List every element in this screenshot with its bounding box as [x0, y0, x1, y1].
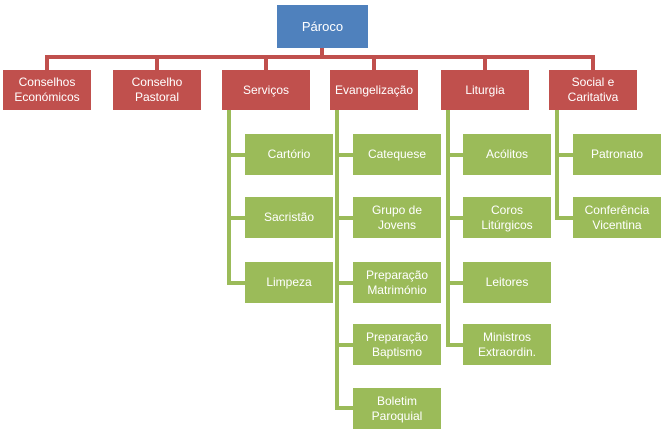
org-node-grupo-jovens: Grupo de Jovens: [353, 197, 441, 238]
org-node-servicos: Serviços: [222, 70, 310, 110]
connector-stub-sacristao: [227, 216, 245, 220]
org-node-coros-liturgicos: Coros Litúrgicos: [463, 197, 551, 238]
org-node-leitores: Leitores: [463, 262, 551, 303]
org-node-social-caritativa: Social e Caritativa: [549, 70, 637, 110]
connector-stub-prep-matrimonio: [335, 281, 353, 285]
org-node-conselhos-economicos: Conselhos Económicos: [3, 70, 91, 110]
connector-drop-liturgia: [483, 55, 487, 70]
connector-vertical-evangelizacao: [335, 110, 339, 410]
connector-drop-conselho-pastoral: [155, 55, 159, 70]
connector-level2-horizontal: [45, 55, 595, 59]
org-node-acolitos: Acólitos: [463, 134, 551, 175]
connector-drop-social: [591, 55, 595, 70]
org-node-patronato: Patronato: [573, 134, 661, 175]
connector-stub-boletim: [335, 406, 353, 410]
connector-stub-grupo-jovens: [335, 216, 353, 220]
org-node-cartorio: Cartório: [245, 134, 333, 175]
connector-vertical-servicos: [227, 110, 231, 285]
connector-drop-servicos: [264, 55, 268, 70]
org-node-liturgia: Liturgia: [441, 70, 529, 110]
connector-stub-limpeza: [227, 281, 245, 285]
connector-stub-leitores: [446, 281, 463, 285]
connector-stub-coros: [446, 216, 463, 220]
org-node-conselho-pastoral: Conselho Pastoral: [113, 70, 201, 110]
org-node-limpeza: Limpeza: [245, 262, 333, 303]
connector-vertical-liturgia: [446, 110, 450, 346]
connector-drop-conselhos-economicos: [45, 55, 49, 70]
org-node-paroco: Pároco: [277, 5, 368, 48]
connector-stub-cartorio: [227, 153, 245, 157]
org-node-catequese: Catequese: [353, 134, 441, 175]
connector-stub-patronato: [555, 153, 573, 157]
connector-root-stub: [320, 46, 324, 59]
connector-stub-catequese: [335, 153, 353, 157]
connector-stub-ministros: [446, 343, 463, 347]
org-node-ministros-extraordin: Ministros Extraordin.: [463, 324, 551, 365]
connector-vertical-social: [555, 110, 559, 219]
org-node-preparacao-matrimonio: Preparação Matrimónio: [353, 262, 441, 303]
connector-stub-conferencia: [555, 216, 573, 220]
org-node-conferencia-vicentina: Conferência Vicentina: [573, 197, 661, 238]
org-node-boletim-paroquial: Boletim Paroquial: [353, 388, 441, 429]
connector-drop-evangelizacao: [372, 55, 376, 70]
org-node-evangelizacao: Evangelização: [330, 70, 418, 110]
connector-stub-acolitos: [446, 153, 463, 157]
connector-stub-prep-baptismo: [335, 343, 353, 347]
org-node-preparacao-baptismo: Preparação Baptismo: [353, 324, 441, 365]
org-node-sacristao: Sacristão: [245, 197, 333, 238]
